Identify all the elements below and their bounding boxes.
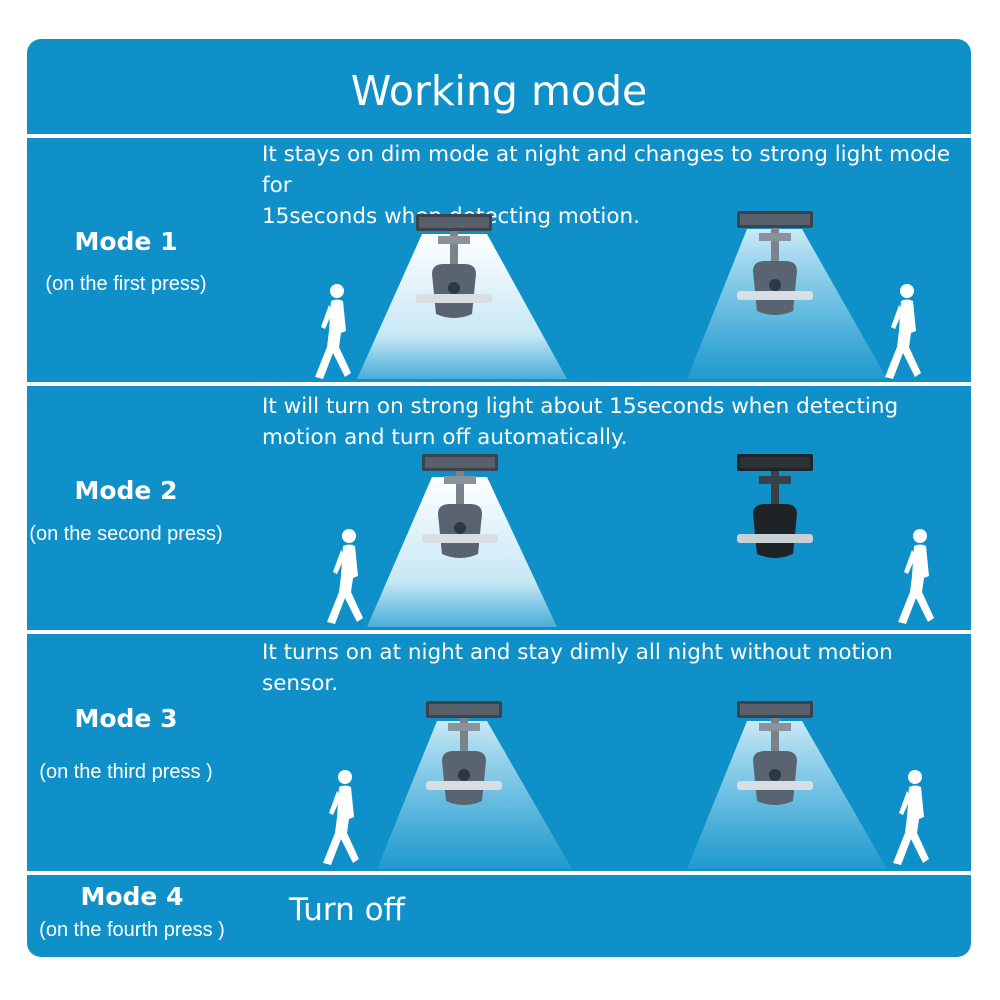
mode2-press-note: (on the second press) (29, 523, 223, 545)
mode2-description-line2: motion and turn off automatically. (262, 425, 628, 450)
mode4-label: Mode 4 (80, 882, 184, 911)
divider-mode1-mode2 (27, 382, 971, 386)
mode2-lamp-off-icon (737, 454, 813, 558)
mode3-person-right-icon (893, 770, 929, 865)
divider-mode3-mode4 (27, 871, 971, 875)
mode1-description-line1: It stays on dim mode at night and change… (262, 142, 951, 198)
mode2-description: It will turn on strong light about 15sec… (262, 391, 962, 453)
mode3-description: It turns on at night and stay dimly all … (262, 637, 962, 699)
mode2-scene (327, 454, 934, 627)
working-mode-panel: Working mode It stays on dim mode at nig… (27, 39, 971, 957)
mode3-description-line1: It turns on at night and stay dimly all … (262, 640, 893, 665)
divider-mode2-mode3 (27, 630, 971, 634)
page-title: Working mode (350, 67, 648, 115)
mode1-scene (315, 211, 921, 379)
mode3-press-note: (on the third press ) (39, 761, 213, 783)
mode1-description: It stays on dim mode at night and change… (262, 139, 962, 232)
divider-top (27, 134, 971, 138)
mode1-label: Mode 1 (74, 227, 178, 256)
mode4-press-note: (on the fourth press ) (39, 919, 225, 941)
mode2-label: Mode 2 (74, 476, 178, 505)
mode3-scene (323, 701, 929, 869)
mode2-description-line1: It will turn on strong light about 15sec… (262, 394, 899, 419)
mode3-person-left-icon (323, 770, 359, 865)
mode1-press-note: (on the first press) (45, 273, 207, 295)
mode3-description-line2: sensor. (262, 671, 339, 696)
mode3-label: Mode 3 (74, 704, 178, 733)
mode4-result: Turn off (289, 892, 405, 928)
